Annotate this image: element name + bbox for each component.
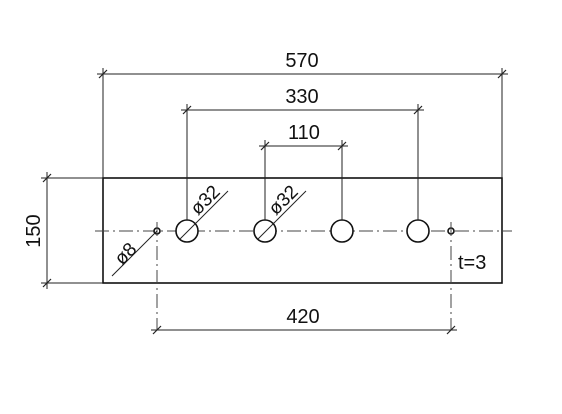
tick-150-bottom: [42, 278, 52, 288]
large-hole-3: [330, 219, 354, 243]
dim-label-420: 420: [286, 306, 319, 328]
tick-110-left: [260, 141, 270, 151]
tick-420-right: [446, 325, 456, 335]
dim-label-150: 150: [23, 214, 45, 247]
tick-420-left: [152, 325, 162, 335]
dim-label-570: 570: [285, 50, 318, 72]
tick-150-top: [42, 173, 52, 183]
leader-hole-1: [179, 190, 229, 240]
thickness-note: t=3: [458, 252, 486, 274]
tick-570-left: [98, 69, 108, 79]
tick-330-left: [182, 105, 192, 115]
large-hole-2: [253, 219, 277, 243]
leader-small-hole: [111, 230, 158, 277]
dim-label-330: 330: [285, 86, 318, 108]
large-hole-1: [175, 219, 199, 243]
leader-hole-2: [257, 190, 307, 240]
tick-110-right: [337, 141, 347, 151]
tick-570-right: [497, 69, 507, 79]
large-hole-4: [406, 219, 430, 243]
tick-330-right: [413, 105, 423, 115]
dim-label-110: 110: [288, 122, 320, 144]
